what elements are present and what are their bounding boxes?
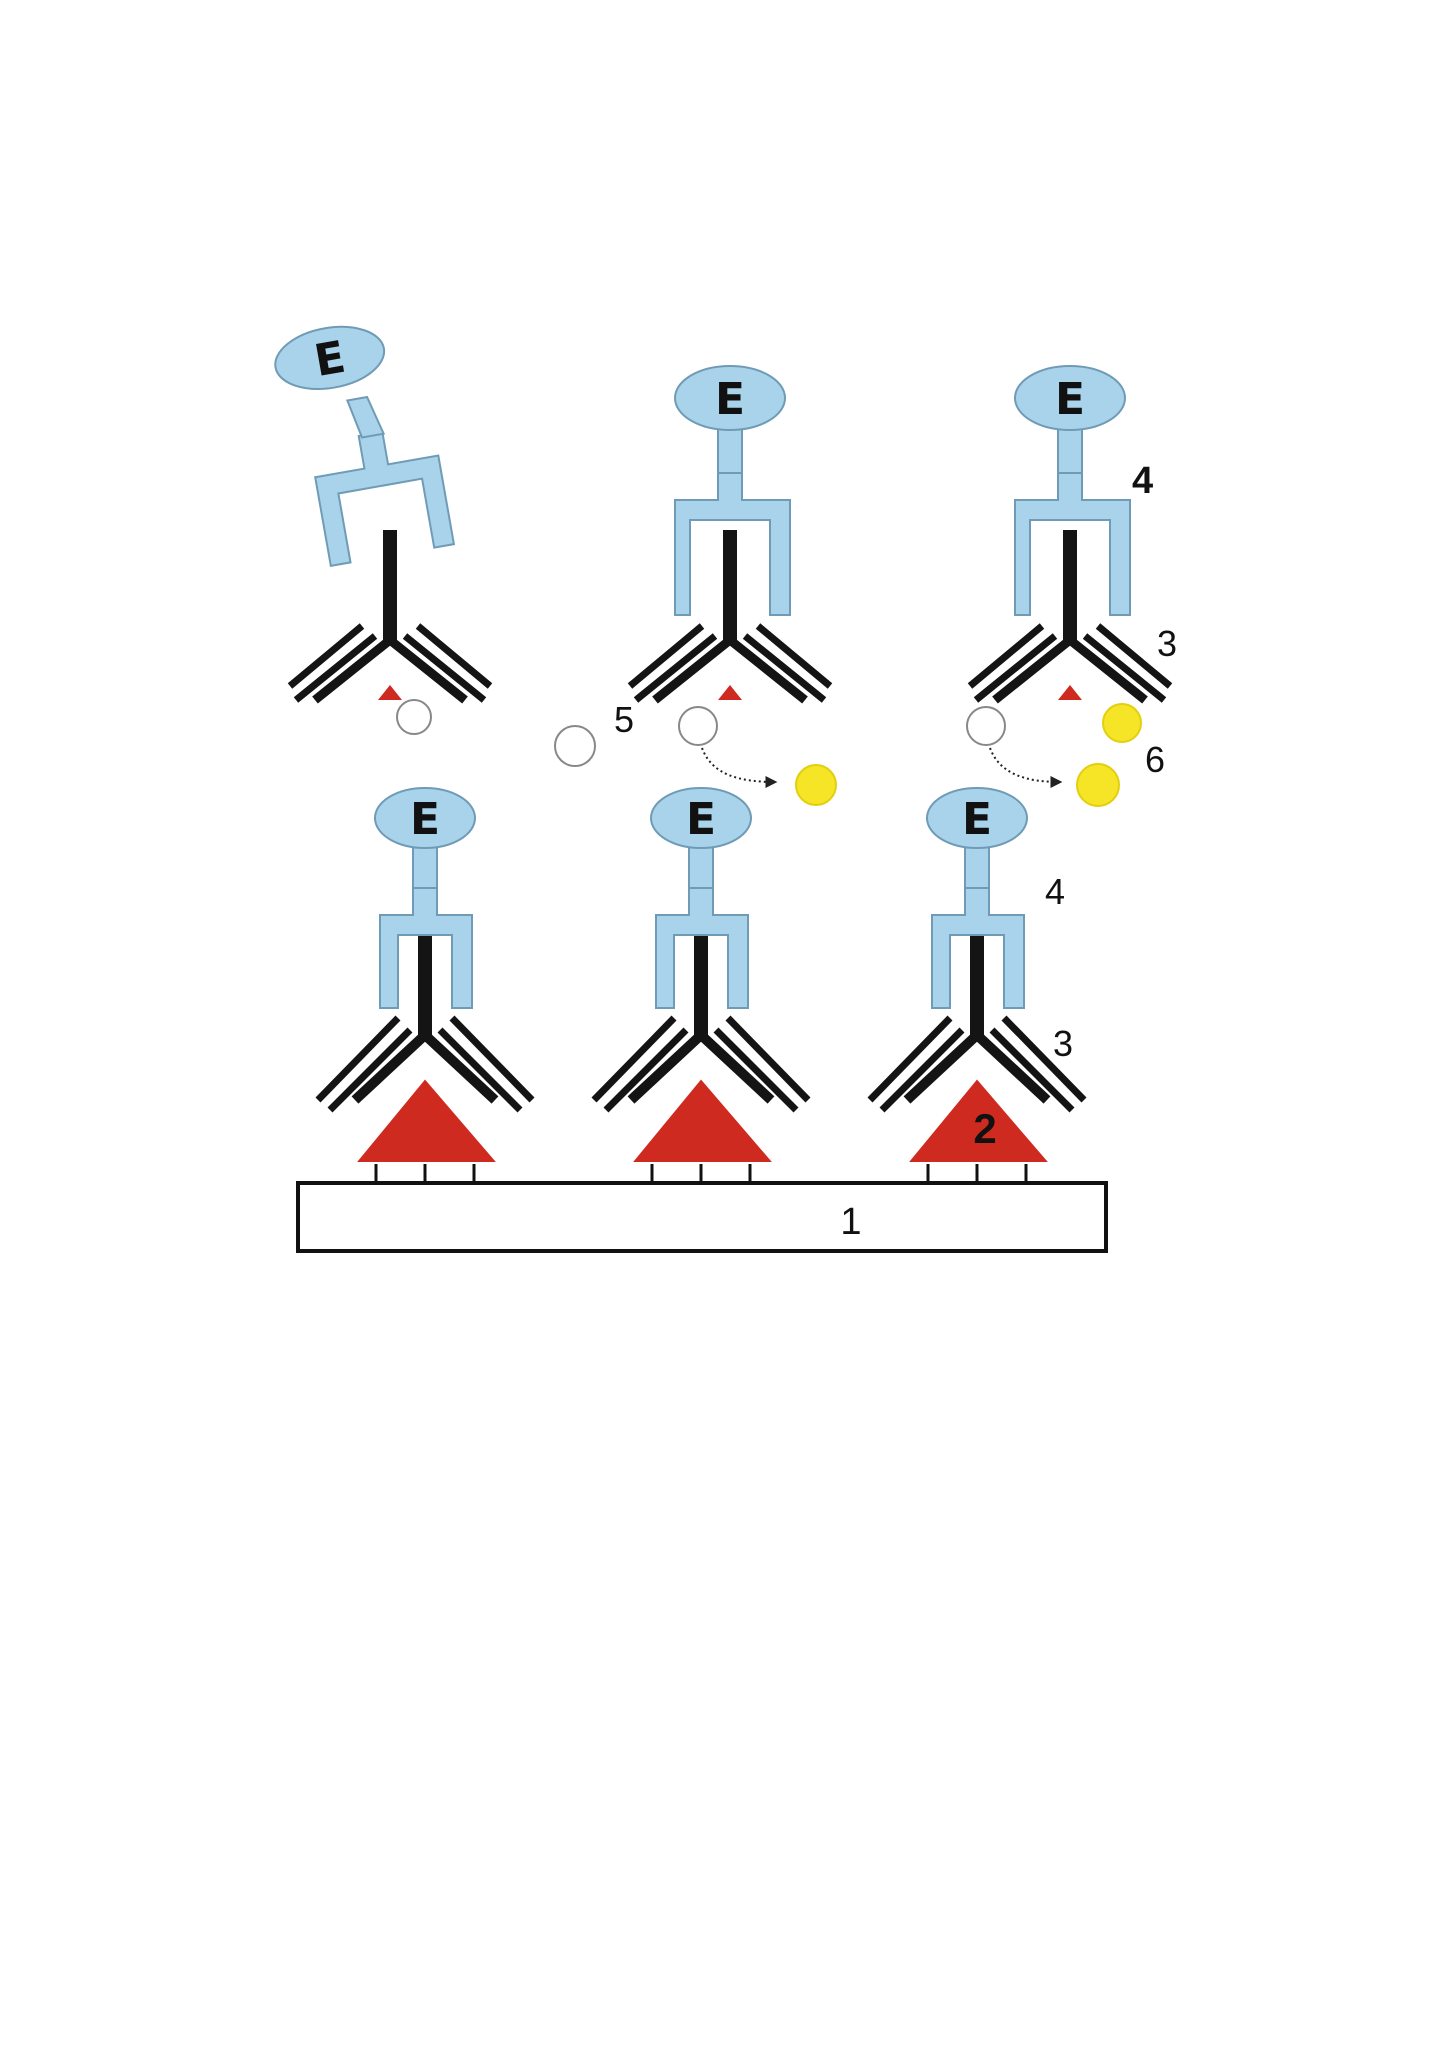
enzyme-conjugate: E [1014,365,1131,616]
enzyme-conjugate-tilted: E [274,325,456,568]
antigen-triangle [1058,685,1082,700]
substrate-product-row: 5 6 [396,699,1165,807]
enzyme-label: E [1055,374,1085,425]
antigen-triangle [628,1076,777,1164]
label-conjugate-bottom: 4 [1045,871,1065,912]
top-complex-2: E [627,365,833,704]
label-product: 6 [1145,739,1165,780]
bottom-complex-3: 2 E 4 3 [867,787,1087,1183]
solid-phase-plate [296,1181,1108,1253]
capture-antibody [627,530,833,704]
enzyme-conjugate: E [374,787,476,1009]
capture-antibody [591,935,811,1113]
antigen-triangle [718,685,742,700]
enzyme-conjugate: E [926,787,1028,1009]
antigen-triangle [904,1076,1053,1164]
product-molecule [795,764,837,806]
bottom-complex-2: E [591,787,811,1183]
antigen-anchor-legs [650,1164,752,1183]
enzyme-label: E [686,794,716,845]
capture-antibody [867,935,1087,1113]
enzyme-ellipse [650,787,752,849]
enzyme-ellipse [1014,365,1126,431]
enzyme-conjugate: E [674,365,791,616]
capture-antibody [287,530,493,704]
enzyme-ellipse [374,787,476,849]
label-plate: 1 [840,1201,861,1243]
capture-antibody [315,935,535,1114]
substrate-molecule [678,706,718,746]
substrate-molecule [966,706,1006,746]
capture-antibody [967,530,1173,704]
label-antibody-top: 3 [1157,623,1177,664]
product-molecule [1102,703,1142,743]
conversion-arrow [989,747,1063,788]
label-antigen: 2 [973,1105,996,1152]
antigen-anchor-legs [374,1164,476,1183]
top-complex-3: E 4 3 [967,365,1177,704]
enzyme-conjugate: E [650,787,752,1009]
enzyme-label: E [715,374,745,425]
substrate-molecule [554,725,596,767]
label-substrate: 5 [614,699,634,740]
substrate-molecule [396,699,432,735]
product-molecule [1076,763,1120,807]
conversion-arrow [701,747,778,788]
antigen-anchor-legs [926,1164,1028,1183]
label-conjugate-top: 4 [1132,460,1153,502]
antigen-triangle [378,685,402,700]
enzyme-ellipse [926,787,1028,849]
antigen-triangle [352,1076,501,1164]
label-antibody-bottom: 3 [1053,1023,1073,1064]
top-complex-1: E [274,325,493,704]
enzyme-ellipse [274,325,386,390]
enzyme-label: E [962,794,992,845]
enzyme-ellipse [674,365,786,431]
bottom-complex-1: E [315,787,535,1183]
enzyme-label: E [410,794,440,845]
